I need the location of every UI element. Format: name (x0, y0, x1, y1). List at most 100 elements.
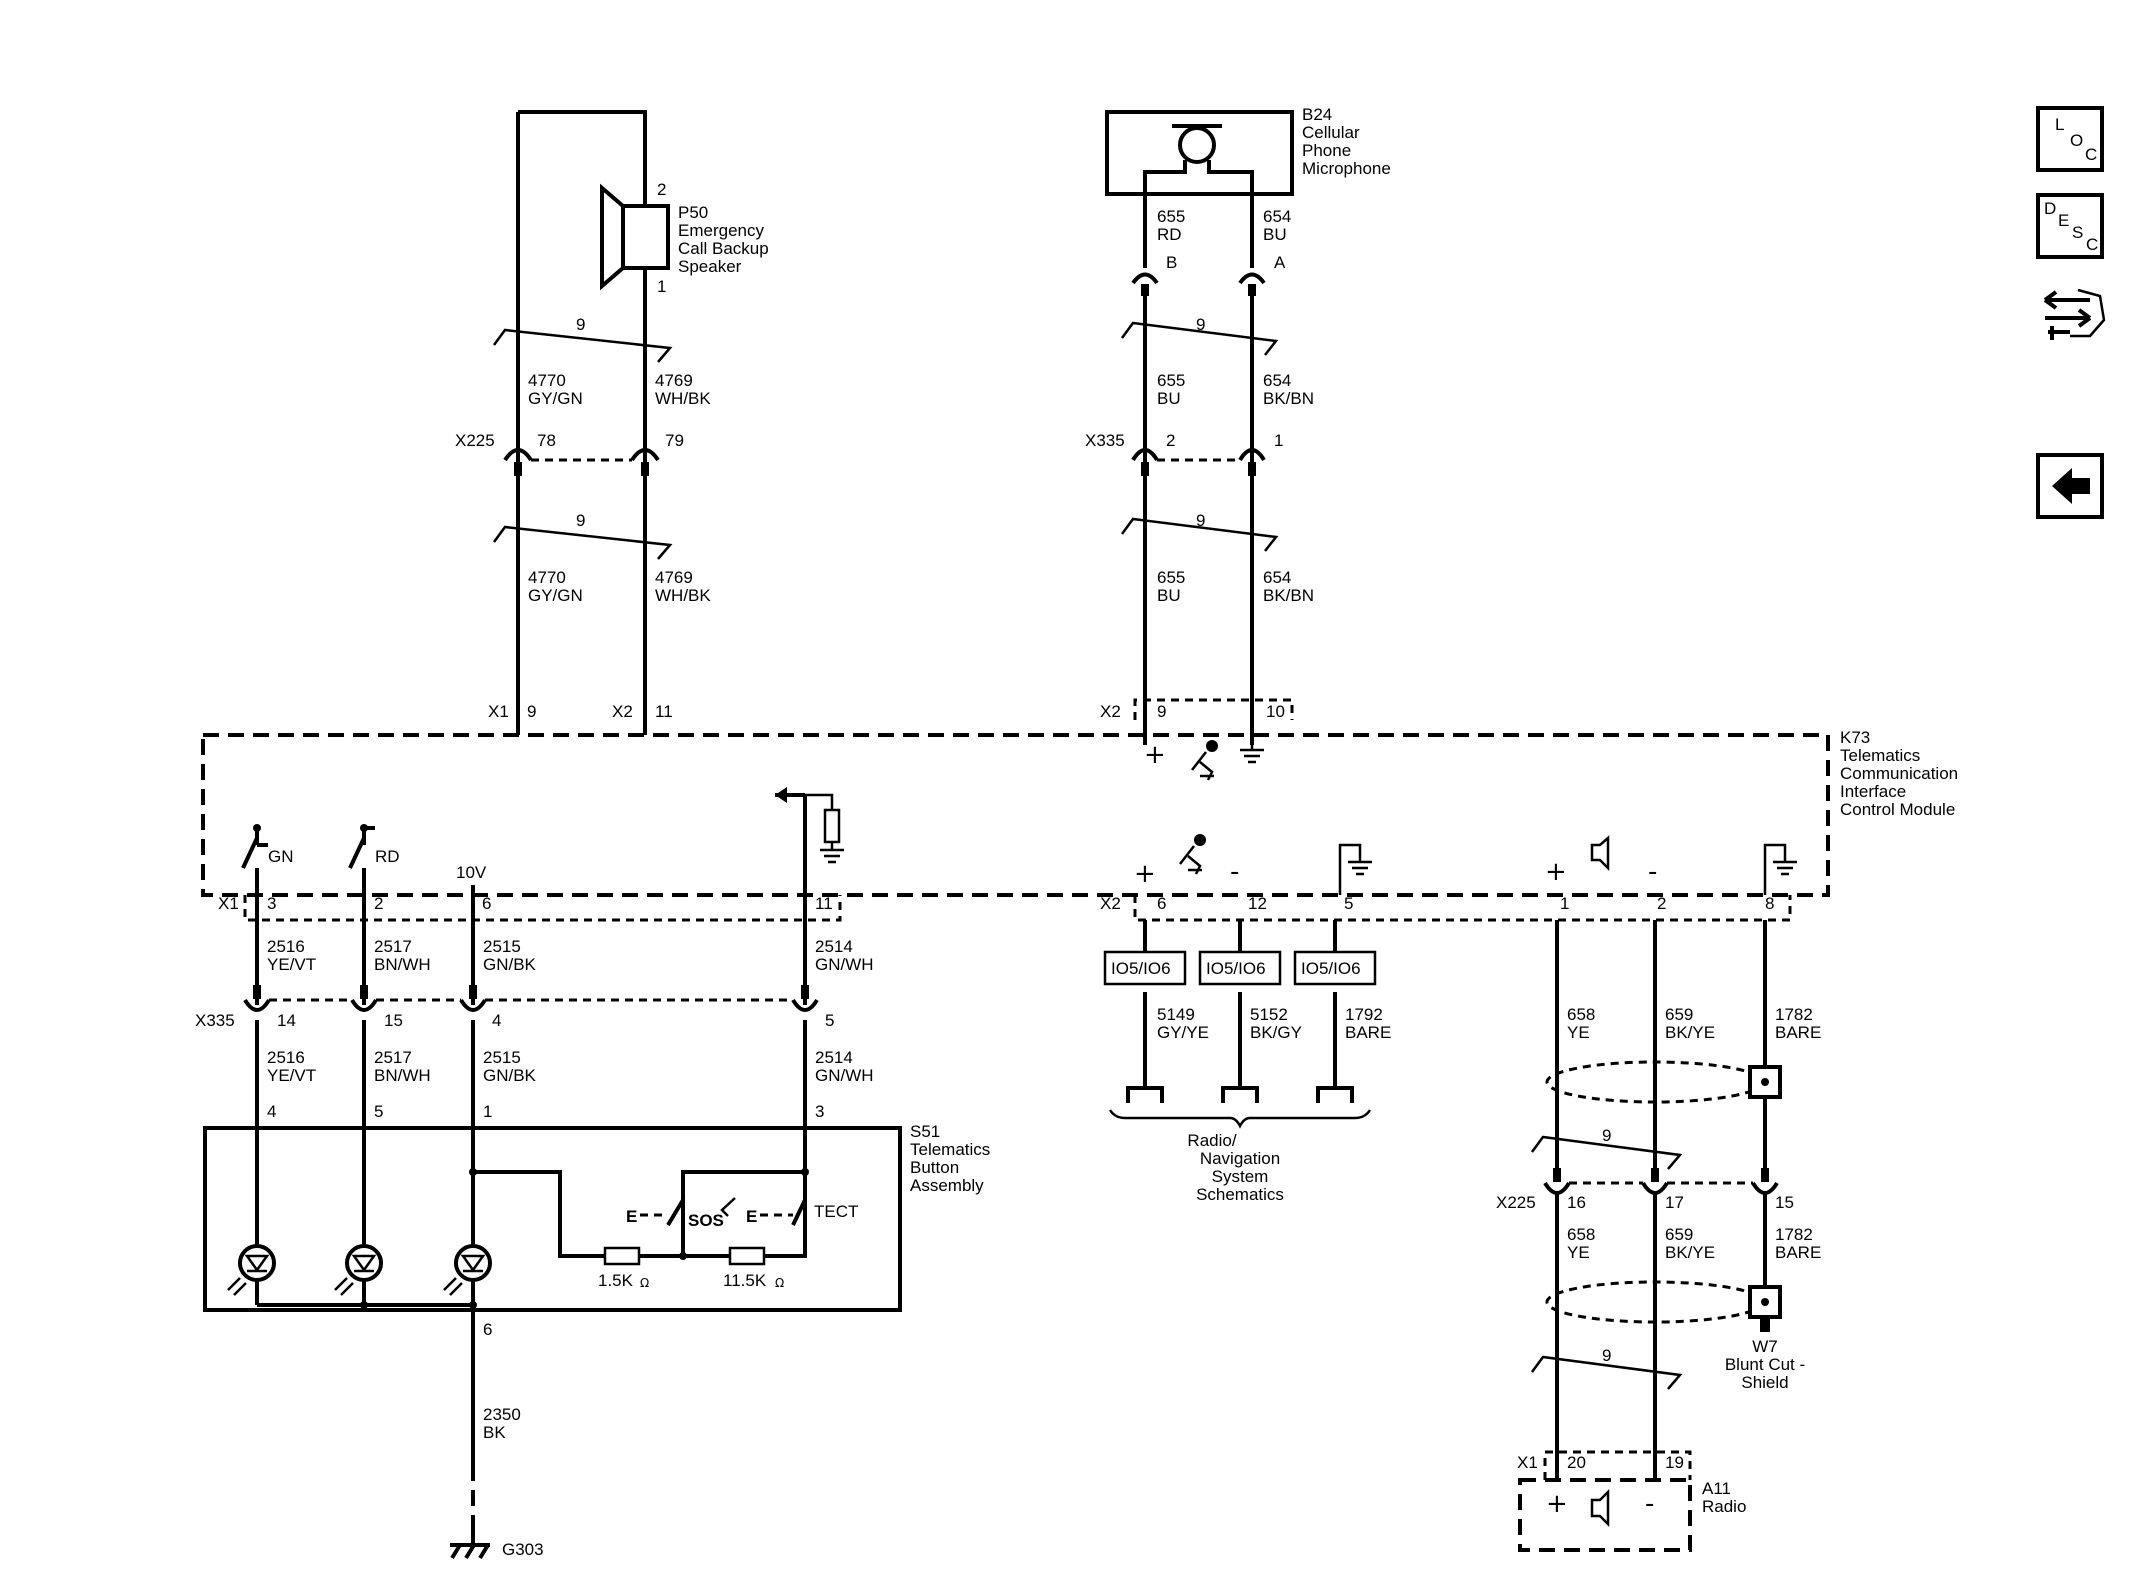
desc-letter-d: D (2044, 199, 2056, 218)
s51-pin-4: 4 (267, 1102, 276, 1121)
k73-label-2: Communication (1840, 764, 1958, 783)
wire-2514-color: GN/WH (815, 1066, 874, 1085)
rd-switch: RD (348, 824, 400, 895)
b24-label-1: Cellular (1302, 123, 1360, 142)
phone-icon (720, 1197, 736, 1217)
gn-switch: GN (241, 824, 294, 895)
radio-nav-label-0: Radio/ (1187, 1131, 1236, 1150)
desc-button[interactable]: D E S C (2036, 193, 2104, 259)
wire-2516-color: YE/VT (267, 955, 316, 974)
k73-x2-pin-11: 11 (655, 702, 673, 721)
wire-1782-num: 1782 (1775, 1225, 1813, 1244)
k73-x2-pin-8: 8 (1765, 894, 1774, 913)
p50-label-1: Emergency (678, 221, 764, 240)
wire-4770-color: GY/GN (528, 586, 583, 605)
shield-ellipse-upper (1545, 1060, 1782, 1104)
x225-connector-upper: X225 78 79 (455, 431, 684, 476)
back-button[interactable] (2036, 453, 2104, 519)
p50-pin-2: 2 (657, 180, 666, 199)
led-3 (443, 1244, 492, 1296)
a11-pin-20: 20 (1567, 1453, 1586, 1472)
sos-e-marker: E (626, 1207, 637, 1226)
wire-654bkbn-color: BK/BN (1263, 389, 1314, 408)
a11-speaker-icon (1590, 1488, 1610, 1528)
x335-pin-5: 5 (825, 1011, 834, 1030)
wire-654bkbn-num: 654 (1263, 371, 1291, 390)
wire-4769-num: 4769 (655, 568, 693, 587)
x335-pin-14: 14 (277, 1011, 296, 1030)
s51-label-1: Telematics (910, 1140, 990, 1159)
k73-x2-pin-5: 5 (1344, 894, 1353, 913)
wire-1782-num: 1782 (1775, 1005, 1813, 1024)
gn-label: GN (268, 847, 294, 866)
shield-ground-icon-2 (1763, 843, 1797, 895)
k73-x1-label: X1 (488, 702, 509, 721)
v10-label: 10V (456, 863, 487, 882)
x335-connector-lower: X335 14 15 4 5 (195, 985, 834, 1030)
k73-label-3: Interface (1840, 782, 1906, 801)
wire-654bu-color: BU (1263, 225, 1287, 244)
wire-2517-color: BN/WH (374, 955, 431, 974)
wire-655bu-num: 655 (1157, 568, 1185, 587)
radio-nav-label-2: System (1212, 1167, 1269, 1186)
k73-x2-pin-1: 1 (1560, 894, 1569, 913)
wire-2514-num: 2514 (815, 937, 853, 956)
x225-connector-lower: X225 16 17 15 (1496, 1168, 1794, 1212)
spk-plus-sign: + (1545, 857, 1567, 887)
k73-x1-pin-3: 3 (267, 894, 276, 913)
x225-label: X225 (455, 431, 495, 450)
a11-x1-label: X1 (1517, 1453, 1538, 1472)
wire-2517-num: 2517 (374, 937, 412, 956)
x225-pin-79: 79 (665, 431, 684, 450)
k73-x2-pin-6: 6 (1157, 894, 1166, 913)
wire-2515-color: GN/BK (483, 955, 537, 974)
io5-io6-box-3: IO5/IO6 (1293, 950, 1377, 986)
k73-x1-pin-2: 2 (374, 894, 383, 913)
x335-pin-1: 1 (1274, 431, 1283, 450)
wire-2515-num: 2515 (483, 937, 521, 956)
wire-1792-color: BARE (1345, 1023, 1391, 1042)
wire-655bu-color: BU (1157, 389, 1181, 408)
k73-x2-pin-9: 9 (1157, 702, 1166, 721)
twist-count: 9 (1196, 315, 1205, 334)
loc-button[interactable]: L O C (2036, 106, 2104, 172)
s51-pin-1: 1 (483, 1102, 492, 1121)
rd-label: RD (375, 847, 400, 866)
k73-x1-pin-6: 6 (482, 894, 491, 913)
io5-io6-box-1: IO5/IO6 (1103, 950, 1187, 986)
connector-repair-icon[interactable] (2043, 288, 2106, 340)
x225-pin-16: 16 (1567, 1193, 1586, 1212)
x335-pin-15: 15 (384, 1011, 403, 1030)
desc-letter-c: C (2086, 235, 2098, 254)
a11-pin-19: 19 (1665, 1453, 1684, 1472)
k73-x1-pin-9: 9 (527, 702, 536, 721)
b24-label-0: B24 (1302, 105, 1332, 124)
wire-659-color: BK/YE (1665, 1023, 1715, 1042)
ground-icon (1240, 745, 1264, 764)
k73-x2-pin-2: 2 (1657, 894, 1666, 913)
p50-speaker: 2 1 P50 Emergency Call Backup Speaker (516, 110, 769, 735)
s51-pin-5: 5 (374, 1102, 383, 1121)
k73-x2-label-lower: X2 (1100, 894, 1121, 913)
spk-minus-sign: - (1648, 857, 1657, 887)
wire-4770-color: GY/GN (528, 389, 583, 408)
io-label: IO5/IO6 (1111, 959, 1171, 978)
wire-2515-num: 2515 (483, 1048, 521, 1067)
wire-659-num: 659 (1665, 1225, 1693, 1244)
wire-658-num: 658 (1567, 1225, 1595, 1244)
wire-655rd-num: 655 (1157, 207, 1185, 226)
wire-2350-num: 2350 (483, 1405, 521, 1424)
loc-letter-c: C (2085, 145, 2097, 164)
wire-655bu-num: 655 (1157, 371, 1185, 390)
p50-pin-1: 1 (657, 277, 666, 296)
s51-label-0: S51 (910, 1122, 940, 1141)
s51-button-assembly: S51 Telematics Button Assembly (203, 1122, 990, 1325)
shield-ellipse-lower (1545, 1280, 1782, 1332)
twist-count: 9 (1602, 1126, 1611, 1145)
b24-pin-b: B (1166, 253, 1177, 272)
speaker-icon (1590, 835, 1610, 872)
twisted-pair-p50-upper: 9 (492, 315, 673, 363)
twisted-pair-p50-lower: 9 (492, 511, 673, 560)
radio-nav-label-3: Schematics (1196, 1185, 1284, 1204)
